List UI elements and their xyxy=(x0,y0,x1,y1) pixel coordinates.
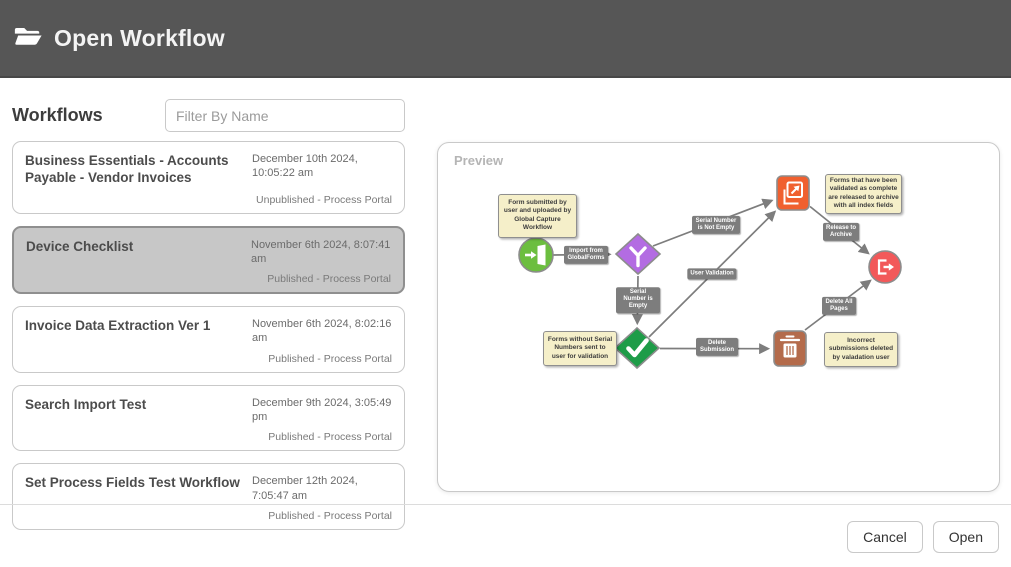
workflow-date: December 12th 2024, 7:05:47 am xyxy=(252,475,358,502)
branch-icon xyxy=(629,246,647,268)
workflow-name: Invoice Data Extraction Ver 1 xyxy=(25,318,211,334)
preview-label: Preview xyxy=(454,153,504,168)
workflow-card-invoice-data-extraction[interactable]: Invoice Data Extraction Ver 1 November 6… xyxy=(12,306,405,373)
workflow-status: Published - Process Portal xyxy=(267,273,391,286)
check-icon xyxy=(626,338,649,358)
dialog-title: Open Workflow xyxy=(54,24,225,51)
workflow-diagram xyxy=(518,175,902,370)
diagram-note: Form submitted by user and uploaded by G… xyxy=(498,194,577,238)
dialog-header: Open Workflow xyxy=(0,0,1011,78)
end-node xyxy=(868,250,902,284)
workflow-status: Unpublished - Process Portal xyxy=(256,193,392,206)
release-archive-icon xyxy=(783,181,803,205)
diagram-note: Incorrect submissions deleted by valadat… xyxy=(824,332,898,368)
edge-label: Serial Number is Not Empty xyxy=(692,215,740,235)
workflow-name: Search Import Test xyxy=(25,396,147,412)
footer-divider xyxy=(0,504,1011,505)
validation-node xyxy=(613,326,661,370)
delete-node xyxy=(773,330,807,367)
edge-label: User Validation xyxy=(687,268,737,280)
folder-open-icon xyxy=(13,23,43,53)
workflow-list: Business Essentials - Accounts Payable -… xyxy=(12,141,405,542)
edge-label: Release to Archive xyxy=(823,222,859,242)
workflow-card-search-import-test[interactable]: Search Import Test December 9th 2024, 3:… xyxy=(12,384,405,452)
trash-icon xyxy=(779,335,801,358)
decision-node xyxy=(614,232,662,276)
sign-in-icon xyxy=(525,244,546,266)
edge-label: Delete Submission xyxy=(696,337,738,357)
workflow-name: Device Checklist xyxy=(26,238,134,254)
diagram-note: Forms without Serial Numbers sent to use… xyxy=(543,331,617,367)
workflow-card-business-essentials[interactable]: Business Essentials - Accounts Payable -… xyxy=(12,141,405,214)
preview-panel: Preview Form submitted by user and uploa… xyxy=(437,142,1000,492)
release-node xyxy=(776,175,810,211)
sign-out-icon xyxy=(877,259,894,275)
workflow-name: Set Process Fields Test Workflow xyxy=(25,475,240,491)
workflow-status: Published - Process Portal xyxy=(268,352,392,365)
workflow-status: Published - Process Portal xyxy=(268,431,392,444)
workflows-heading: Workflows xyxy=(12,105,103,125)
start-node xyxy=(518,237,554,273)
edge-label: Delete All Pages xyxy=(822,296,856,316)
cancel-button[interactable]: Cancel xyxy=(847,521,923,553)
filter-by-name-input[interactable] xyxy=(165,99,405,132)
diagram-note: Forms that have been validated as comple… xyxy=(825,174,902,214)
workflow-name: Business Essentials - Accounts Payable -… xyxy=(25,153,229,186)
workflow-card-device-checklist[interactable]: Device Checklist November 6th 2024, 8:07… xyxy=(12,225,405,295)
edge-label: Import from GlobalForms xyxy=(564,245,608,265)
workflow-date: November 6th 2024, 8:07:41 am xyxy=(251,238,391,265)
workflow-date: November 6th 2024, 8:02:16 am xyxy=(252,318,392,345)
workflow-date: December 10th 2024, 10:05:22 am xyxy=(252,153,358,180)
workflow-card-set-process-fields[interactable]: Set Process Fields Test Workflow Decembe… xyxy=(12,463,405,530)
workflow-status: Published - Process Portal xyxy=(268,509,392,522)
open-button[interactable]: Open xyxy=(932,521,999,553)
workflow-date: December 9th 2024, 3:05:49 pm xyxy=(252,396,392,424)
edge-label: Serial Number is Empty xyxy=(616,287,660,313)
